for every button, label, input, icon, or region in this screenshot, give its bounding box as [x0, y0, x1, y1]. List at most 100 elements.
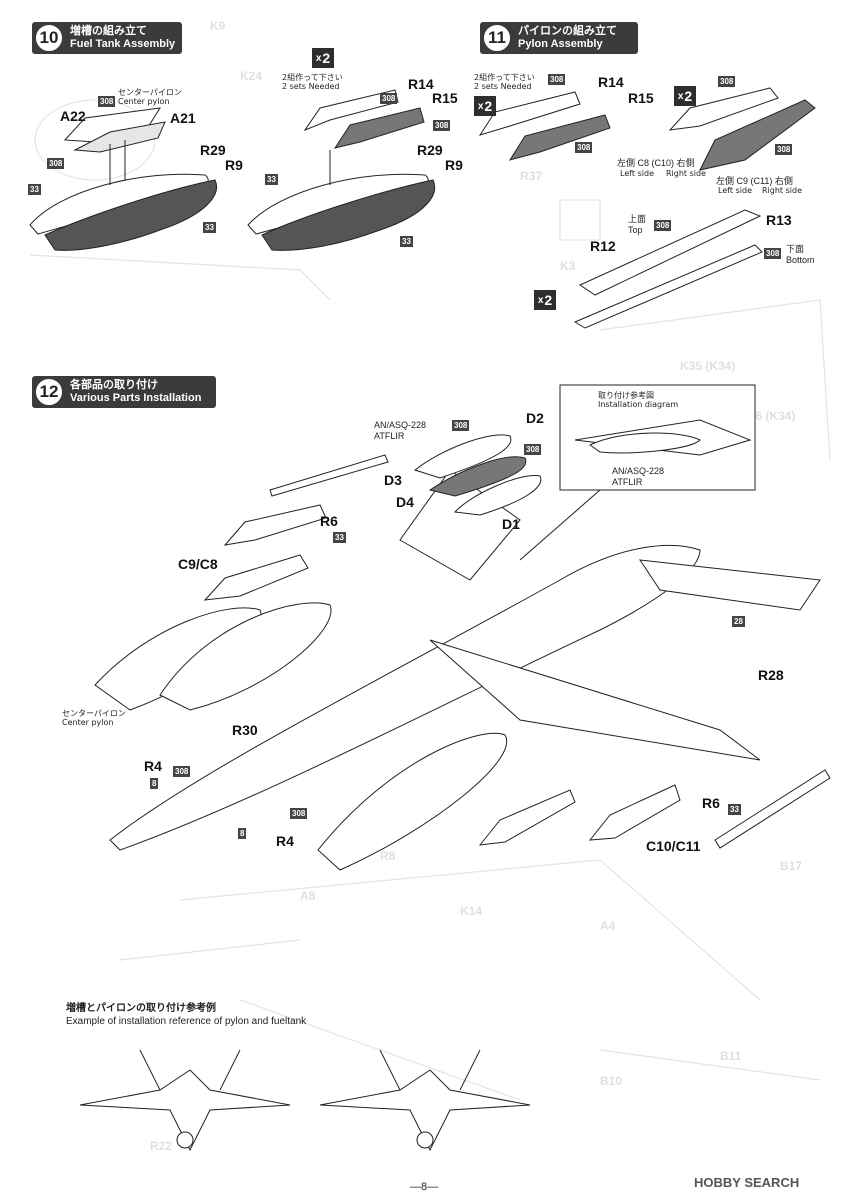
paint-badge-33: 33 — [728, 804, 741, 815]
part-r14-step11: R14 — [598, 74, 624, 90]
svg-text:K9: K9 — [210, 19, 226, 33]
paint-badge-308: 308 — [764, 248, 782, 259]
part-r13: R13 — [766, 212, 792, 228]
svg-text:A4: A4 — [600, 919, 616, 933]
paint-badge-308: 308 — [524, 444, 542, 455]
rail-long-top — [269, 454, 389, 497]
paint-badge-33: 33 — [265, 174, 278, 185]
bottom-en-label: Bottom — [786, 255, 815, 265]
left-side-label: Left side — [620, 169, 654, 178]
paint-badge-308: 308 — [548, 74, 566, 85]
svg-text:R37: R37 — [520, 169, 542, 183]
atflir-ref-b: ATFLIR — [612, 477, 643, 487]
atflir-ref-a: AN/ASQ-228 — [612, 466, 665, 476]
paint-badge-308: 308 — [575, 142, 593, 153]
aircraft-tail — [638, 559, 821, 611]
svg-text:R8: R8 — [380, 849, 396, 863]
paint-badge-308: 308 — [290, 808, 308, 819]
aircraft-wing-left — [399, 469, 521, 581]
svg-text:B17: B17 — [780, 859, 802, 873]
needed-jp-label: 2組作って下さい — [282, 73, 343, 82]
part-r29: R29 — [200, 142, 226, 158]
part-r6b: R6 — [702, 795, 720, 811]
step-11-title-en: Pylon Assembly — [518, 38, 603, 50]
fuel-tank-right-half-2 — [261, 179, 435, 251]
part-a21: A21 — [170, 110, 196, 126]
svg-text:R22: R22 — [150, 1139, 172, 1153]
paint-badge-33: 33 — [400, 236, 413, 247]
paint-badge-308: 308 — [654, 220, 672, 231]
paint-badge-308: 308 — [452, 420, 470, 431]
center-pylon-en-label: Center pylon — [62, 718, 114, 727]
example-en-label: Example of installation reference of pyl… — [66, 1016, 307, 1027]
svg-text:K35 (K34): K35 (K34) — [680, 359, 735, 373]
rail-r13 — [578, 209, 762, 296]
part-r4b: R4 — [276, 833, 294, 849]
part-r15: R15 — [432, 90, 458, 106]
part-d4: D4 — [396, 494, 414, 510]
paint-badge-308: 308 — [47, 158, 65, 169]
aircraft-wing-right — [429, 639, 761, 761]
paint-badge-28: 28 — [732, 616, 745, 627]
step-10-title-jp: 増槽の組み立て — [70, 25, 147, 37]
center-pylon-jp-label: センターパイロン — [62, 709, 126, 718]
part-r29b: R29 — [417, 142, 443, 158]
atflir-pod-d3 — [413, 434, 512, 479]
center-pylon-jp-label: センターパイロン — [118, 88, 182, 97]
fuel-tank-right-half-1 — [44, 179, 217, 251]
page-number: —8— — [410, 1181, 439, 1193]
pylon-c10c11 — [588, 784, 681, 841]
atflir-label-b: ATFLIR — [374, 431, 405, 441]
aircraft-fuselage — [109, 544, 701, 851]
paint-badge-33: 33 — [203, 222, 216, 233]
part-a22: A22 — [60, 108, 86, 124]
part-d3: D3 — [384, 472, 402, 488]
svg-text:B10: B10 — [600, 1074, 622, 1088]
part-r14: R14 — [408, 76, 434, 92]
pylon-mid — [478, 789, 576, 846]
bottom-jp-label: 下面 — [786, 244, 805, 254]
left-c9-label: 左側 C9 (C11) 右側 — [716, 176, 793, 186]
left-side-label: Left side — [718, 186, 752, 195]
part-r12: R12 — [590, 238, 616, 254]
step-12-title-jp: 各部品の取り付け — [70, 379, 158, 391]
part-c10c11: C10/C11 — [646, 838, 701, 854]
paint-badge-8: 8 — [150, 778, 159, 789]
pylon-c9 — [699, 99, 816, 171]
pylon-c9c8 — [203, 554, 309, 601]
needed-en-label: 2 sets Needed — [282, 82, 340, 91]
front-view-2 — [319, 1069, 531, 1152]
left-c8-label: 左側 C8 (C10) 右側 — [617, 158, 695, 168]
front-view-1 — [79, 1069, 291, 1152]
pylon-r15-2 — [508, 114, 611, 161]
watermark-text: HOBBY SEARCH — [694, 1175, 800, 1190]
centerline-tank — [317, 732, 508, 871]
part-r4: R4 — [144, 758, 162, 774]
rail-right — [714, 769, 831, 849]
step-11-title-jp: パイロンの組み立て — [518, 25, 617, 37]
step-12-number: 12 — [34, 377, 64, 407]
ref-jp-label: 取り付け参考図 — [598, 391, 654, 400]
pylon-c8 — [668, 87, 779, 131]
ref-en-label: Installation diagram — [598, 400, 679, 409]
paint-badge-8: 8 — [238, 828, 247, 839]
svg-text:K24: K24 — [240, 69, 262, 83]
step-12-title-en: Various Parts Installation — [70, 392, 202, 404]
part-d1: D1 — [502, 516, 520, 532]
part-r6: R6 — [320, 513, 338, 529]
svg-text:K14: K14 — [460, 904, 482, 918]
paint-badge-33: 33 — [28, 184, 41, 195]
svg-text:K3: K3 — [560, 259, 576, 273]
paint-badge-308: 308 — [98, 96, 116, 107]
part-r28: R28 — [758, 667, 784, 683]
part-d2: D2 — [526, 410, 544, 426]
needed-jp-label: 2組作って下さい — [474, 73, 535, 82]
paint-badge-308: 308 — [380, 93, 398, 104]
svg-text:B11: B11 — [720, 1049, 742, 1063]
center-pylon-a21 — [73, 121, 166, 153]
paint-badge-33: 33 — [333, 532, 346, 543]
